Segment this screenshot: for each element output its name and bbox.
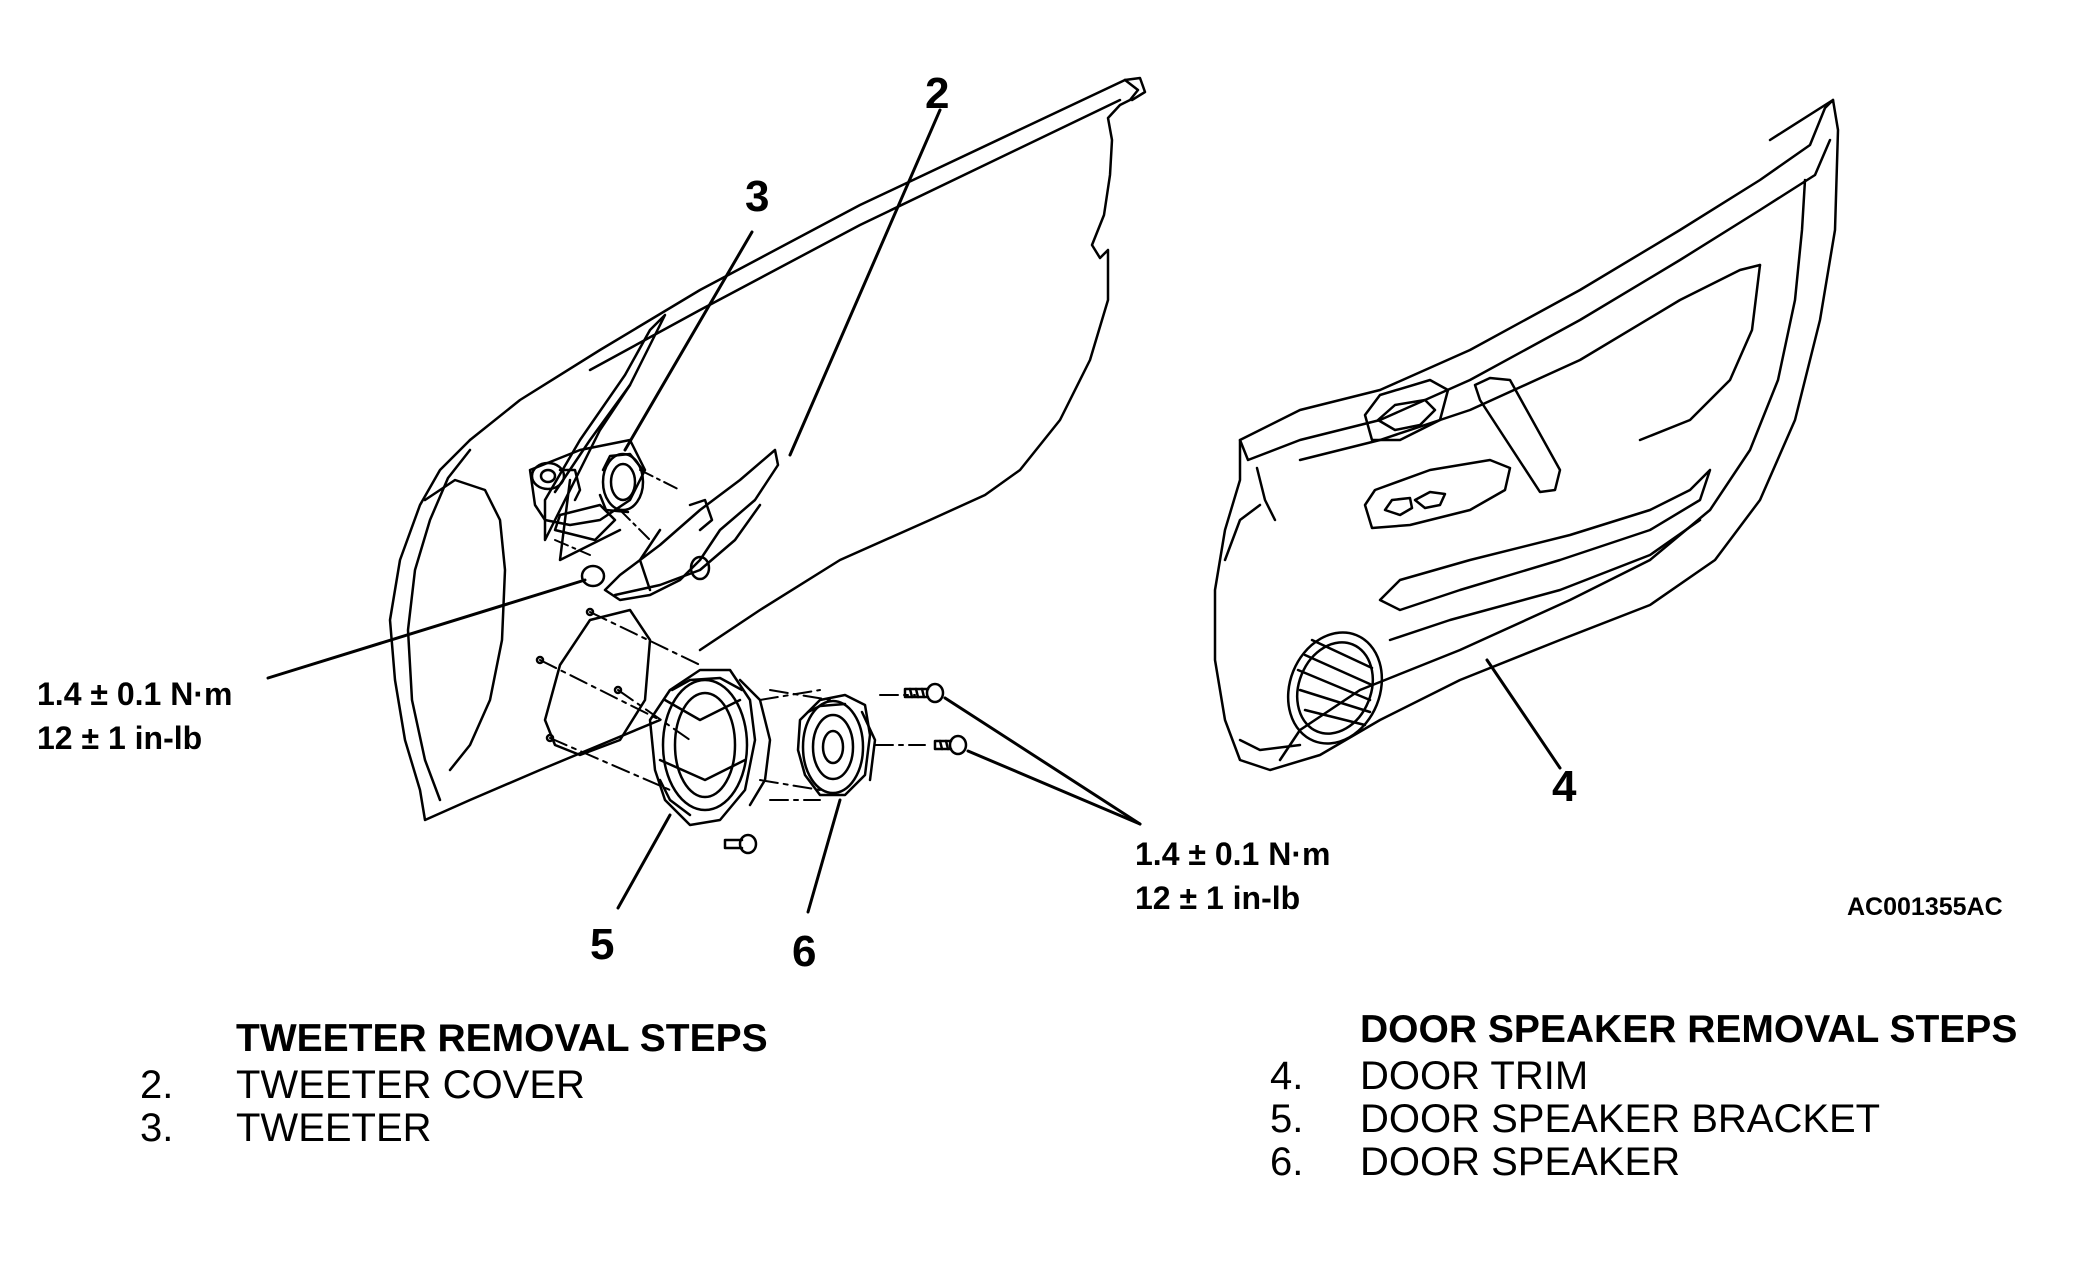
screw-bracket <box>723 833 758 855</box>
mirror-corner-trim <box>543 313 667 542</box>
torque-spec-right: 1.4 ± 0.1 N·m 12 ± 1 in-lb <box>1135 832 1330 920</box>
grommet <box>580 564 606 588</box>
list-item: 3. TWEETER <box>140 1107 768 1150</box>
step-number: 4. <box>1270 1054 1304 1098</box>
step-label: DOOR SPEAKER BRACKET <box>1360 1097 1881 1141</box>
step-number: 5. <box>1270 1097 1304 1141</box>
tweeter-bracket <box>528 438 647 562</box>
door-speaker <box>796 693 877 797</box>
screw-upper <box>903 682 945 704</box>
list-item: 6. DOOR SPEAKER <box>1270 1141 2017 1184</box>
step-label: DOOR SPEAKER <box>1360 1140 1681 1184</box>
door-inner-panel <box>388 76 1147 822</box>
tweeter-removal-steps: TWEETER REMOVAL STEPS 2. TWEETER COVER 3… <box>140 1017 768 1150</box>
leader-lines <box>266 108 1562 914</box>
callout-6: 6 <box>792 927 817 976</box>
list-item: 4. DOOR TRIM <box>1270 1055 2017 1098</box>
tweeter-unit <box>598 452 645 514</box>
tweeter-steps-title: TWEETER REMOVAL STEPS <box>236 1017 768 1060</box>
torque-nm-left: 1.4 ± 0.1 N·m <box>37 676 233 712</box>
door-speaker-removal-steps: DOOR SPEAKER REMOVAL STEPS 4. DOOR TRIM … <box>1270 1008 2017 1184</box>
tweeter-cover <box>603 448 780 602</box>
callout-4: 4 <box>1552 762 1577 811</box>
callout-5: 5 <box>590 920 615 969</box>
torque-inlb-left: 12 ± 1 in-lb <box>37 720 203 756</box>
list-item: 5. DOOR SPEAKER BRACKET <box>1270 1098 2017 1141</box>
list-item: 2. TWEETER COVER <box>140 1064 768 1107</box>
bracket-alignment-lines <box>539 611 926 801</box>
screw-lower <box>933 734 968 756</box>
torque-nm-right: 1.4 ± 0.1 N·m <box>1135 836 1331 872</box>
tweeter-alignment-lines <box>554 469 681 556</box>
step-label: TWEETER COVER <box>236 1063 585 1107</box>
door-speaker-opening <box>535 607 652 757</box>
torque-spec-left: 1.4 ± 0.1 N·m 12 ± 1 in-lb <box>37 672 232 760</box>
figure-code: AC001355AC <box>1847 893 2003 921</box>
callout-3: 3 <box>745 172 770 221</box>
step-number: 6. <box>1270 1140 1304 1184</box>
step-label: TWEETER <box>236 1106 432 1150</box>
torque-inlb-right: 12 ± 1 in-lb <box>1135 880 1301 916</box>
step-number: 2. <box>140 1063 174 1107</box>
step-number: 3. <box>140 1106 174 1150</box>
callout-2: 2 <box>925 69 950 118</box>
step-label: DOOR TRIM <box>1360 1054 1589 1098</box>
door-trim-panel <box>1213 98 1840 772</box>
speaker-bracket <box>648 668 772 827</box>
door-speaker-steps-title: DOOR SPEAKER REMOVAL STEPS <box>1360 1008 2018 1051</box>
